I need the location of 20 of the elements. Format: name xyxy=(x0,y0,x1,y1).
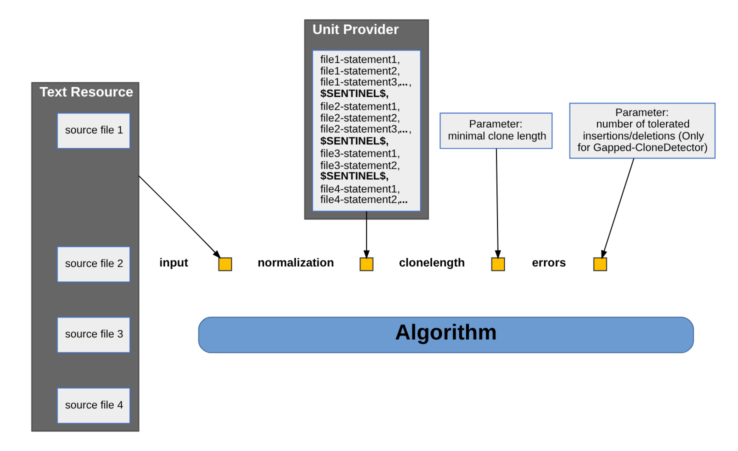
node-label: errors xyxy=(531,256,566,270)
node-label: clonelength xyxy=(398,256,464,270)
node-box: source file 2 xyxy=(56,246,130,282)
arrow xyxy=(600,158,634,260)
node-box: source file 4 xyxy=(56,388,130,424)
arrow xyxy=(138,175,221,259)
node-label: input xyxy=(158,256,188,270)
node-box xyxy=(490,257,504,272)
arrow xyxy=(494,148,500,260)
node-box: Parameter: minimal clone length xyxy=(439,112,552,149)
node-box: Algorithm xyxy=(198,316,694,354)
node-box: file1-statement1, file1-statement2, file1-statement3,..., $SENTINEL$, file2-statement1, file2-statement2, file2-statement3,..., $SENTINEL$, file3-statement1, file3-statement2, $SENTINEL$, file4-statement1, file4-statement2,... xyxy=(312,50,421,212)
node-box xyxy=(592,257,607,272)
node-box: source file 3 xyxy=(56,316,130,354)
node-box: source file 1 xyxy=(56,112,130,149)
node-box xyxy=(218,257,232,272)
node-box xyxy=(359,257,373,272)
arrow xyxy=(362,210,370,260)
node-label: normalization xyxy=(257,256,334,270)
node-box: Parameter: number of tolerated insertions/deletions (Only for Gapped-CloneDetector) xyxy=(568,102,716,159)
